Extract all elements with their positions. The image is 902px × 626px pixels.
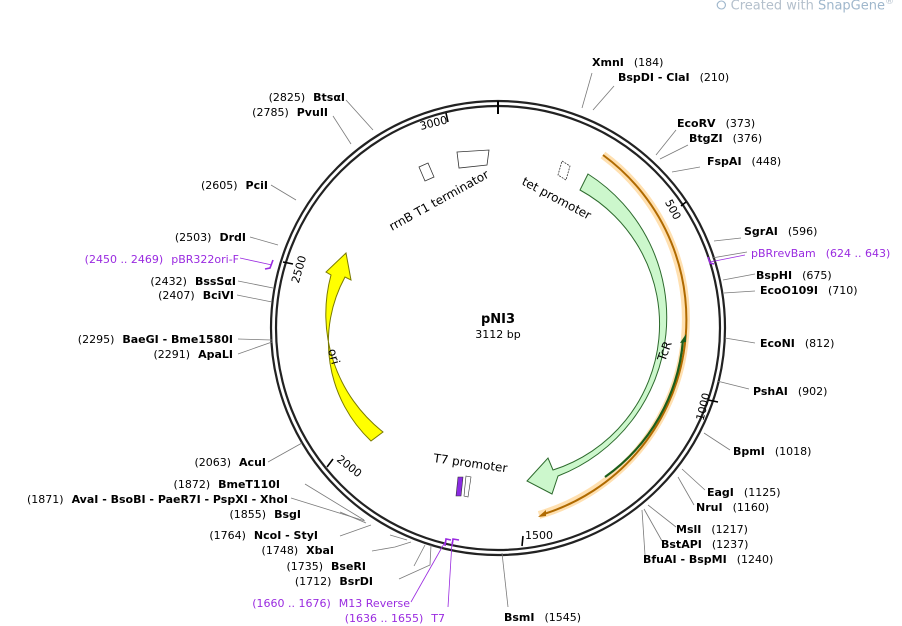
t7-promoter-label: T7 promoter: [432, 451, 509, 475]
site-bstapi[interactable]: BstAPI(1237): [661, 538, 748, 551]
site-econi[interactable]: EcoNI(812): [760, 337, 834, 350]
tick-label-3000: 3000: [418, 113, 448, 132]
site-ecorv[interactable]: EcoRV(373): [677, 117, 755, 130]
primer-mark-pbr322ori: [264, 259, 274, 270]
primer-mark-t7: [451, 538, 460, 547]
primer-mark-m13: [444, 538, 452, 547]
tcr-label: TcR: [654, 339, 674, 364]
site-drdi[interactable]: (2503)DrdI: [175, 231, 246, 244]
site-baegi[interactable]: (2295)BaeGI - Bme1580I: [78, 333, 233, 346]
tet-promoter-feature[interactable]: [557, 160, 571, 181]
watermark: ⭘︎ Created with SnapGene®: [716, 0, 894, 13]
site-xbai[interactable]: (1748)XbaI: [262, 544, 334, 557]
site-pcii[interactable]: (2605)PciI: [201, 179, 268, 192]
t7-promoter-box[interactable]: [463, 475, 472, 498]
tet-promoter-label: tet promoter: [520, 174, 594, 222]
site-bsgi[interactable]: (1855)BsgI: [230, 508, 301, 521]
primer-mark-pbrrevbam: [707, 256, 715, 265]
rrnb-feature-b[interactable]: [456, 149, 490, 169]
site-bsmi[interactable]: BsmI(1545): [504, 611, 581, 624]
site-xmni[interactable]: XmnI(184): [592, 56, 663, 69]
site-ncoi[interactable]: (1764)NcoI - StyI: [209, 529, 318, 542]
watermark-prefix: Created with: [730, 0, 818, 14]
site-eagi[interactable]: EagI(1125): [707, 486, 780, 499]
site-ecoo109i[interactable]: EcoO109I(710): [760, 284, 858, 297]
site-sgrai[interactable]: SgrAI(596): [744, 225, 817, 238]
rrnb-label: rrnB T1 terminator: [387, 167, 491, 233]
t7-promoter-arrow[interactable]: [455, 476, 464, 497]
site-bsphi[interactable]: BspHI(675): [756, 269, 832, 282]
tick-marks: [282, 112, 719, 547]
site-fspai[interactable]: FspAI(448): [707, 155, 781, 168]
site-bspdi[interactable]: BspDI - ClaI(210): [618, 71, 729, 84]
watermark-logo-icon: ⭘︎: [716, 0, 727, 14]
site-bseri[interactable]: (1735)BseRI: [286, 560, 366, 573]
site-msli[interactable]: MslI(1217): [676, 523, 748, 536]
primer-m13-reverse[interactable]: (1660 .. 1676)M13 Reverse: [252, 597, 410, 610]
watermark-mark: ®: [885, 0, 894, 7]
site-apali[interactable]: (2291)ApaLI: [154, 348, 234, 361]
orf-arrow-head: [538, 510, 546, 517]
primer-pbr322ori-f[interactable]: (2450 .. 2469)pBR322ori-F: [85, 253, 239, 266]
site-acui[interactable]: (2063)AcuI: [194, 456, 266, 469]
site-bsssai[interactable]: (2432)BssSαI: [150, 275, 236, 288]
site-bfuai[interactable]: BfuAI - BspMI(1240): [643, 553, 773, 566]
rrnb-feature-a[interactable]: [418, 162, 435, 182]
watermark-brand: SnapGene: [817, 0, 885, 14]
tick-label-1500: 1500: [525, 529, 553, 542]
site-bsrdi[interactable]: (1712)BsrDI: [295, 575, 373, 588]
primer-pbrrevbam[interactable]: pBRrevBam(624 .. 643): [751, 247, 890, 260]
site-btsai[interactable]: (2825)BtsαI: [269, 91, 345, 104]
site-pvuii[interactable]: (2785)PvuII: [252, 106, 328, 119]
leader-lines: [236, 72, 756, 608]
ori-label: ori: [325, 347, 343, 366]
orf-inner-head: [680, 334, 686, 343]
plasmid-length: 3112 bp: [475, 328, 520, 341]
site-nrui[interactable]: NruI(1160): [696, 501, 769, 514]
orf-inner-line: [604, 339, 685, 478]
site-bcivi[interactable]: (2407)BciVI: [158, 289, 234, 302]
tcr-feature[interactable]: [526, 173, 668, 495]
site-pshai[interactable]: PshAI(902): [753, 385, 827, 398]
plasmid-name: pNI3: [481, 312, 515, 327]
site-avai[interactable]: (1871)AvaI - BsoBI - PaeR7I - PspXI - Xh…: [27, 493, 288, 506]
site-bpmi[interactable]: BpmI(1018): [733, 445, 811, 458]
tick-label-2500: 2500: [289, 254, 309, 284]
site-btgzi[interactable]: BtgZI(376): [689, 132, 762, 145]
ori-feature[interactable]: [325, 252, 384, 442]
primer-t7[interactable]: (1636 .. 1655)T7: [345, 612, 445, 625]
site-bmet110i[interactable]: (1872)BmeT110I: [174, 478, 280, 491]
tick-label-2000: 2000: [334, 453, 364, 480]
orf-arrow-line: [543, 154, 688, 515]
